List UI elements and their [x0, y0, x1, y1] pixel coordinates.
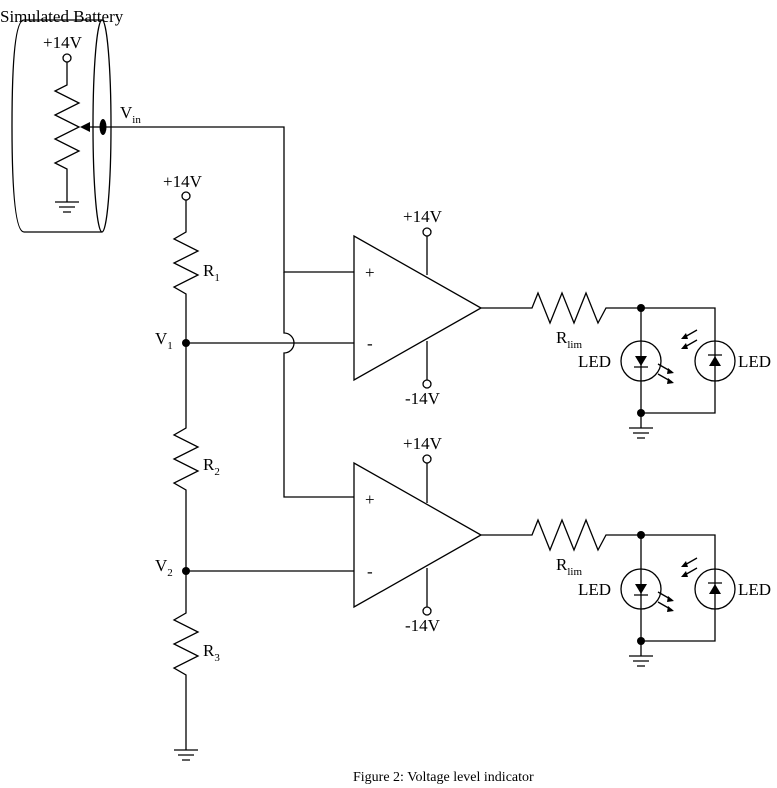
- op-amp-2-vneg-label: -14V: [405, 616, 441, 635]
- op-amp-1-vpos-terminal: [422, 227, 432, 237]
- led-pair-2: [620, 531, 736, 667]
- led-pair-2-ground: [629, 641, 653, 667]
- led-pair-1: [620, 304, 736, 439]
- rlim-2-label: Rlim: [556, 555, 582, 578]
- divider-supply-label: +14V: [163, 172, 203, 191]
- resistor-r1: [172, 200, 200, 343]
- op-amp-1-plus: +: [365, 263, 375, 282]
- battery-title: Simulated Battery: [0, 7, 124, 26]
- r2-label: R2: [203, 455, 220, 478]
- rlim-2: [481, 518, 641, 552]
- led-red-2-label: LED: [738, 580, 771, 599]
- led-red-2-emission-arrows: [681, 561, 688, 577]
- op-amp-2-minus: -: [367, 562, 373, 581]
- op-amp-1-vneg-label: -14V: [405, 389, 441, 408]
- battery-ground: [55, 201, 79, 213]
- battery-supply-terminal: [62, 53, 72, 63]
- op-amp-1-body: [353, 234, 483, 382]
- led-green-2-emission-arrows: [667, 596, 674, 612]
- battery-cylinder-end: [92, 19, 112, 233]
- led-green-1-bar: [634, 341, 648, 381]
- led-green-2-label: LED: [578, 580, 611, 599]
- led-red-2-bar: [708, 569, 722, 609]
- vin-wire: [103, 126, 354, 273]
- led-green-1-emission-arrows: [667, 368, 674, 384]
- led-pair-1-ground: [629, 413, 653, 439]
- led-green-2-bar: [634, 569, 648, 609]
- divider-ground: [174, 749, 198, 761]
- vin-label: Vin: [120, 103, 141, 126]
- op-amp-2: [353, 454, 641, 616]
- op-amp-1: [353, 227, 641, 389]
- op-amp-2-vneg-terminal: [422, 606, 432, 616]
- led-red-1-label: LED: [738, 352, 771, 371]
- v2-label: V2: [155, 556, 173, 579]
- r1-label: R1: [203, 261, 220, 284]
- led-green-1-label: LED: [578, 352, 611, 371]
- rlim-1: [481, 291, 641, 325]
- r3-label: R3: [203, 641, 220, 664]
- v1-label: V1: [155, 329, 173, 352]
- resistor-r2: [172, 343, 200, 571]
- simulated-battery: [11, 19, 112, 233]
- op-amp-2-plus: +: [365, 490, 375, 509]
- op-amp-1-vneg-terminal: [422, 379, 432, 389]
- op-amp-1-vpos-label: +14V: [403, 207, 443, 226]
- vin-wire-lower: [283, 272, 354, 498]
- op-amp-2-body: [353, 461, 483, 609]
- led-red-1-emission-arrows: [681, 333, 688, 349]
- battery-potentiometer: [53, 62, 81, 202]
- resistor-r3: [172, 571, 200, 750]
- op-amp-2-vpos-label: +14V: [403, 434, 443, 453]
- divider-supply-terminal: [181, 191, 191, 201]
- op-amp-2-vpos-terminal: [422, 454, 432, 464]
- figure-caption: Figure 2: Voltage level indicator: [353, 770, 534, 785]
- battery-supply-label: +14V: [43, 33, 83, 52]
- wiper-arrow: [80, 122, 90, 132]
- op-amp-1-minus: -: [367, 334, 373, 353]
- battery-cylinder: [11, 19, 102, 233]
- rlim-1-label: Rlim: [556, 328, 582, 351]
- led-red-1-bar: [708, 341, 722, 381]
